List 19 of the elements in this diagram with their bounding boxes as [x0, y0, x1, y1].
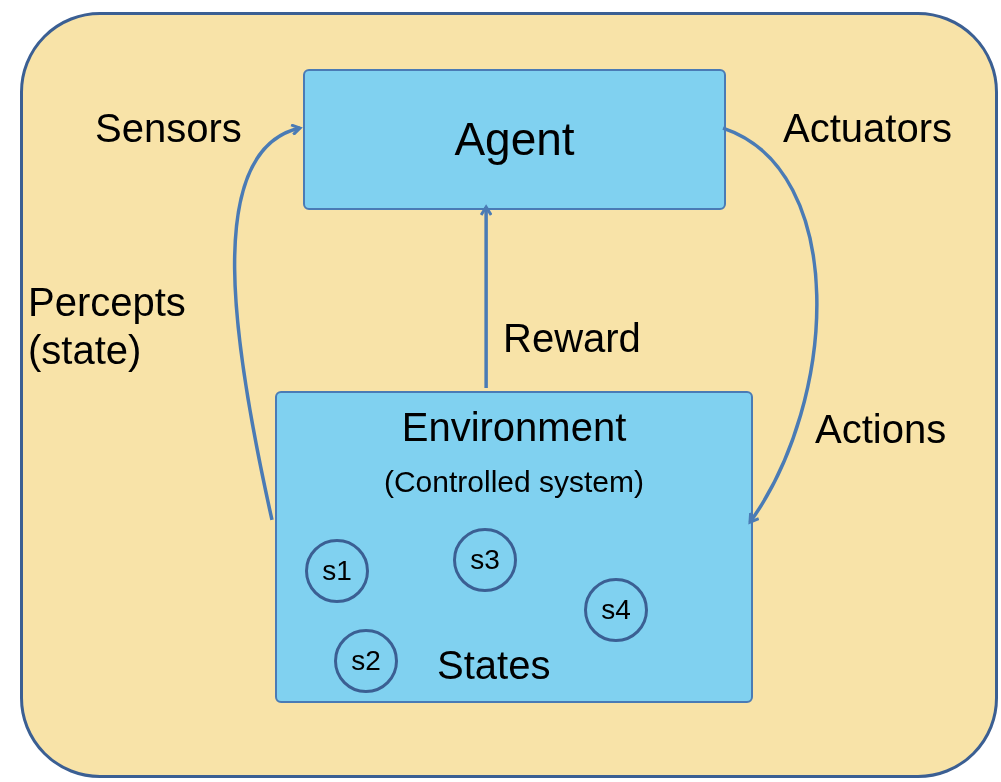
state-label: s1 [322, 557, 352, 585]
arrow [722, 126, 819, 524]
arrow [479, 205, 493, 388]
edge-label: Percepts (state) [28, 279, 187, 374]
edge-label: Reward [503, 315, 641, 362]
state-label: s3 [470, 546, 500, 574]
node-label: Environment [400, 407, 628, 447]
environment-frame [20, 12, 998, 778]
state-label: s2 [351, 647, 381, 675]
edge-label: Actions [815, 406, 947, 453]
port-label: Actuators [783, 105, 952, 152]
node-label: Agent [453, 112, 576, 167]
state-label: s4 [601, 596, 631, 624]
process-box [303, 69, 726, 210]
node-label: (Controlled system) [382, 467, 646, 497]
port-label: Sensors [95, 105, 242, 152]
node-label: States [437, 645, 551, 685]
process-box [275, 391, 753, 703]
arrow [232, 124, 302, 521]
